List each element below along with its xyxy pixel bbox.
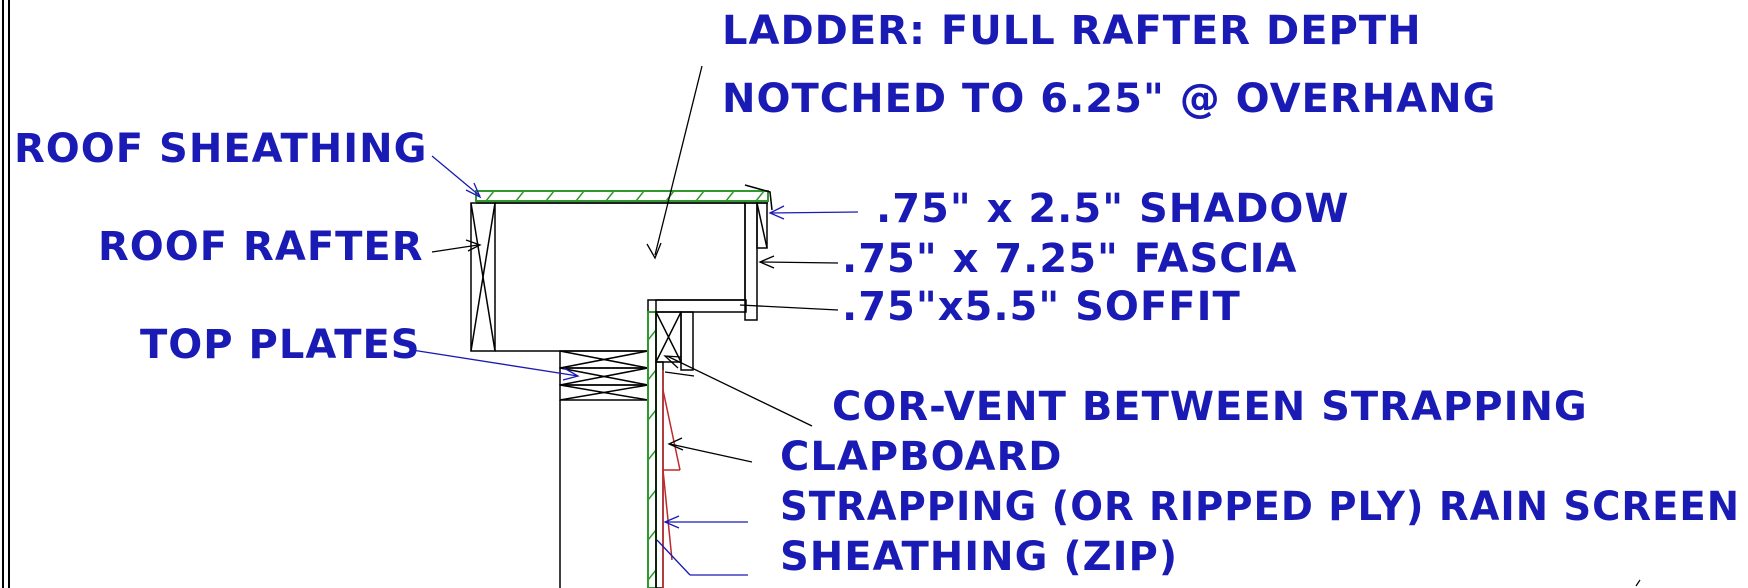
- clapboard-label: CLAPBOARD: [780, 434, 1063, 480]
- shadow-board-member: [744, 184, 773, 249]
- sheet-border: [2, 0, 10, 588]
- soffit-member: [655, 299, 747, 313]
- cor-vent-label: COR-VENT BETWEEN STRAPPING: [832, 384, 1588, 430]
- roof-sheathing-member: [475, 190, 769, 204]
- fascia-label: .75" x 7.25" FASCIA: [842, 236, 1298, 282]
- strapping-label: STRAPPING (OR RIPPED PLY) RAIN SCREEN: [780, 484, 1740, 530]
- ladder-member: [495, 202, 746, 352]
- clapboard-member: [662, 370, 681, 588]
- strapping-blocking: [655, 311, 694, 588]
- fascia-member: [744, 202, 758, 321]
- soffit-label: .75"x5.5" SOFFIT: [842, 284, 1241, 330]
- ladder-label-line1: LADDER: FULL RAFTER DEPTH: [722, 8, 1422, 54]
- leaders: [411, 65, 859, 576]
- wall-framing: [559, 400, 649, 588]
- roof-rafter-member: [470, 202, 496, 352]
- edge-mark: [1635, 579, 1641, 587]
- ladder-label-line2: NOTCHED TO 6.25" @ OVERHANG: [722, 76, 1496, 122]
- sheathing-zip-label: SHEATHING (ZIP): [780, 534, 1178, 580]
- roof-sheathing-label: ROOF SHEATHING: [14, 126, 427, 172]
- roof-rafter-label: ROOF RAFTER: [98, 224, 424, 270]
- top-plates-label: TOP PLATES: [140, 322, 421, 368]
- shadow-label: .75" x 2.5" SHADOW: [876, 186, 1350, 232]
- wall-sheathing-member: [647, 311, 657, 588]
